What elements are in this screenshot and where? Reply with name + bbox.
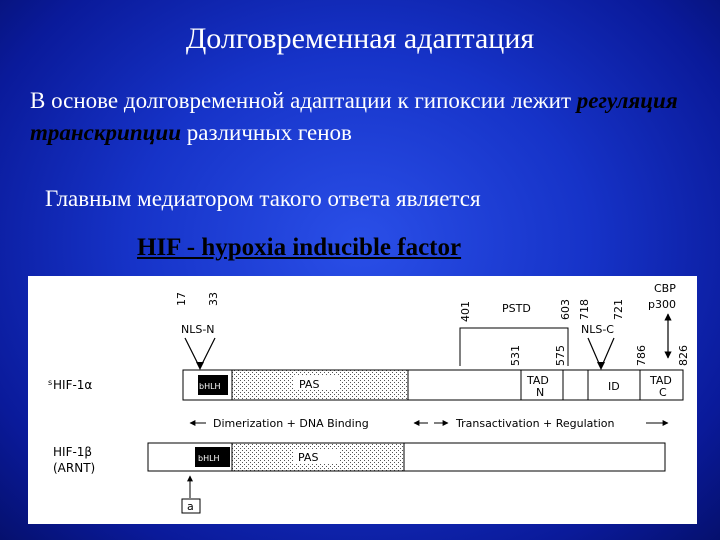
nls-n-arrowhead	[196, 362, 204, 370]
pos-721-label: 721	[612, 299, 625, 320]
pos-17-label: 17	[175, 292, 188, 306]
pos-401-label: 401	[459, 301, 472, 322]
p300-label: p300	[648, 298, 676, 311]
arnt-label: (ARNT)	[53, 461, 95, 475]
hif1b-bhlh-domain	[195, 447, 230, 467]
tad-c-label: TAD	[649, 374, 672, 387]
pos-603-label: 603	[559, 299, 572, 320]
slide-title: Долговременная адаптация	[185, 22, 535, 55]
mediator-paragraph: Главным медиатором такого ответа являетс…	[45, 186, 481, 211]
transactivation-label: Transactivation + Regulation	[455, 417, 615, 430]
hif-domain-figure: 17 33 NLS-N 401 PSTD 603 718 721 CBP p30…	[28, 276, 697, 524]
pos-718-label: 718	[578, 299, 591, 320]
hif1a-label: HIF-1α	[53, 378, 92, 392]
hif-title: HIF - hypoxia inducible factor	[137, 234, 462, 261]
pos-33-label: 33	[207, 292, 220, 306]
tad-c-sub: C	[659, 386, 667, 399]
a-box	[181, 498, 201, 514]
hif1a-bhlh-label: bHLH	[199, 382, 221, 391]
pos-531-label: 531	[509, 345, 522, 366]
hif1b-bhlh-label: bHLH	[198, 454, 220, 463]
intro-paragraph: В основе долговременной адаптации к гипо…	[30, 85, 710, 149]
hif1a-marker: s	[48, 378, 52, 387]
pos-826-label: 826	[677, 345, 690, 366]
hif1b-pas-label: PAS	[298, 451, 318, 464]
nls-n-label: NLS-N	[181, 323, 215, 336]
cbp-label: CBP	[654, 282, 676, 295]
intro-emphasis: регуляция транскрипции	[30, 88, 678, 145]
tad-n-sub: N	[536, 386, 544, 399]
id-domain-label: ID	[608, 380, 620, 393]
domain-diagram: 17 33 NLS-N 401 PSTD 603 718 721 CBP p30…	[48, 282, 690, 514]
pstd-label: PSTD	[502, 302, 531, 315]
pos-786-label: 786	[635, 345, 648, 366]
intro-text-end: различных генов	[180, 120, 352, 145]
a-box-label: a	[187, 500, 194, 513]
pstd-bracket	[459, 327, 569, 366]
hif1a-pas-label-bg	[294, 376, 340, 390]
pos-575-label: 575	[554, 345, 567, 366]
hif1b-label: HIF-1β	[53, 445, 92, 459]
nls-c-label: NLS-C	[581, 323, 614, 336]
hif1a-pas-label: PAS	[299, 378, 319, 391]
hif1a-bhlh-domain	[198, 375, 228, 395]
dimerization-label: Dimerization + DNA Binding	[213, 417, 369, 430]
tad-n-label: TAD	[526, 374, 549, 387]
nls-c-arrowhead	[597, 362, 605, 370]
intro-text-start: В основе долговременной адаптации к гипо…	[30, 88, 577, 113]
hif1b-pas-label-bg	[293, 449, 339, 463]
